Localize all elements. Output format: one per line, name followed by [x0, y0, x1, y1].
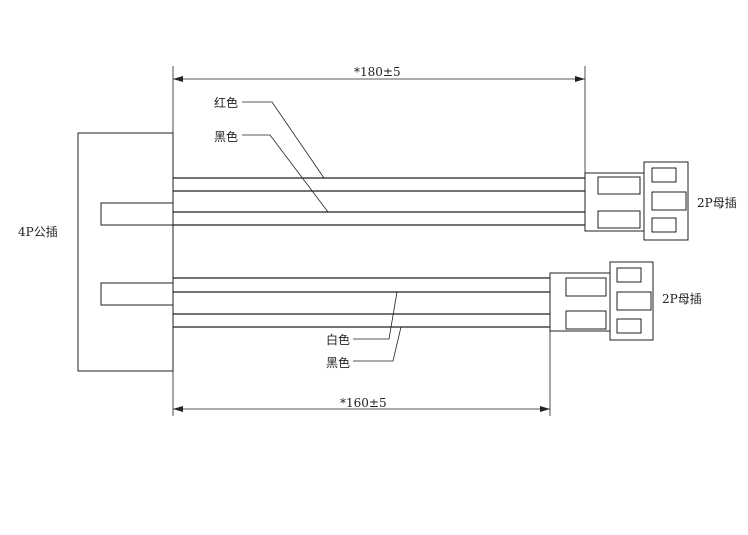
female-top-cap-window-2	[651, 191, 687, 211]
female-top-housing	[584, 172, 645, 232]
white-wire-label: 白色	[326, 332, 350, 347]
male-pin-bottom	[100, 282, 174, 306]
female-top-slot-2	[597, 210, 641, 229]
black-wire-bottom-label: 黑色	[326, 356, 350, 370]
female-connector-top: 2P母插	[584, 161, 737, 241]
bottom-dim-label: *160±5	[340, 396, 387, 410]
male-pin-top	[100, 202, 174, 226]
female-top-label: 2P母插	[697, 196, 737, 210]
female-connector-bottom: 2P母插	[549, 261, 702, 341]
female-bottom-cap-window-1	[616, 267, 642, 283]
female-bottom-slot-2	[565, 310, 607, 330]
top-wire-pair	[173, 177, 585, 226]
bottom-dim-arrow-right	[540, 406, 550, 412]
top-dim-arrow-left	[173, 76, 183, 82]
female-bottom-slot-1	[565, 277, 607, 297]
red-wire-leader	[242, 101, 325, 179]
white-wire-leader	[353, 291, 398, 340]
bottom-wire-labels: 白色 黑色	[326, 291, 402, 370]
female-top-cap-window-1	[651, 167, 677, 183]
male-connector-body	[77, 132, 174, 372]
male-connector-4p: 4P公插	[18, 132, 174, 372]
top-dim-arrow-right	[575, 76, 585, 82]
male-plug-label: 4P公插	[18, 225, 58, 239]
red-wire-label: 红色	[214, 95, 238, 110]
top-dim-label: *180±5	[354, 65, 401, 79]
female-bottom-cap-window-2	[616, 291, 652, 311]
top-dimension: *180±5	[172, 65, 586, 175]
female-top-slot-1	[597, 176, 641, 195]
top-wire-labels: 红色 黑色	[214, 95, 329, 213]
bottom-dimension: *160±5	[172, 331, 551, 416]
bottom-dim-arrow-left	[173, 406, 183, 412]
female-bottom-housing	[549, 272, 611, 332]
black-wire-top-leader	[242, 134, 329, 213]
black-wire-top-label: 黑色	[214, 130, 238, 144]
female-top-cap	[643, 161, 689, 241]
bottom-wire-pair	[173, 277, 550, 328]
female-bottom-cap	[609, 261, 654, 341]
female-bottom-cap-window-3	[616, 318, 642, 334]
black-wire-bottom-leader	[353, 326, 402, 362]
female-top-cap-window-3	[651, 217, 677, 233]
female-bottom-label: 2P母插	[662, 292, 702, 306]
